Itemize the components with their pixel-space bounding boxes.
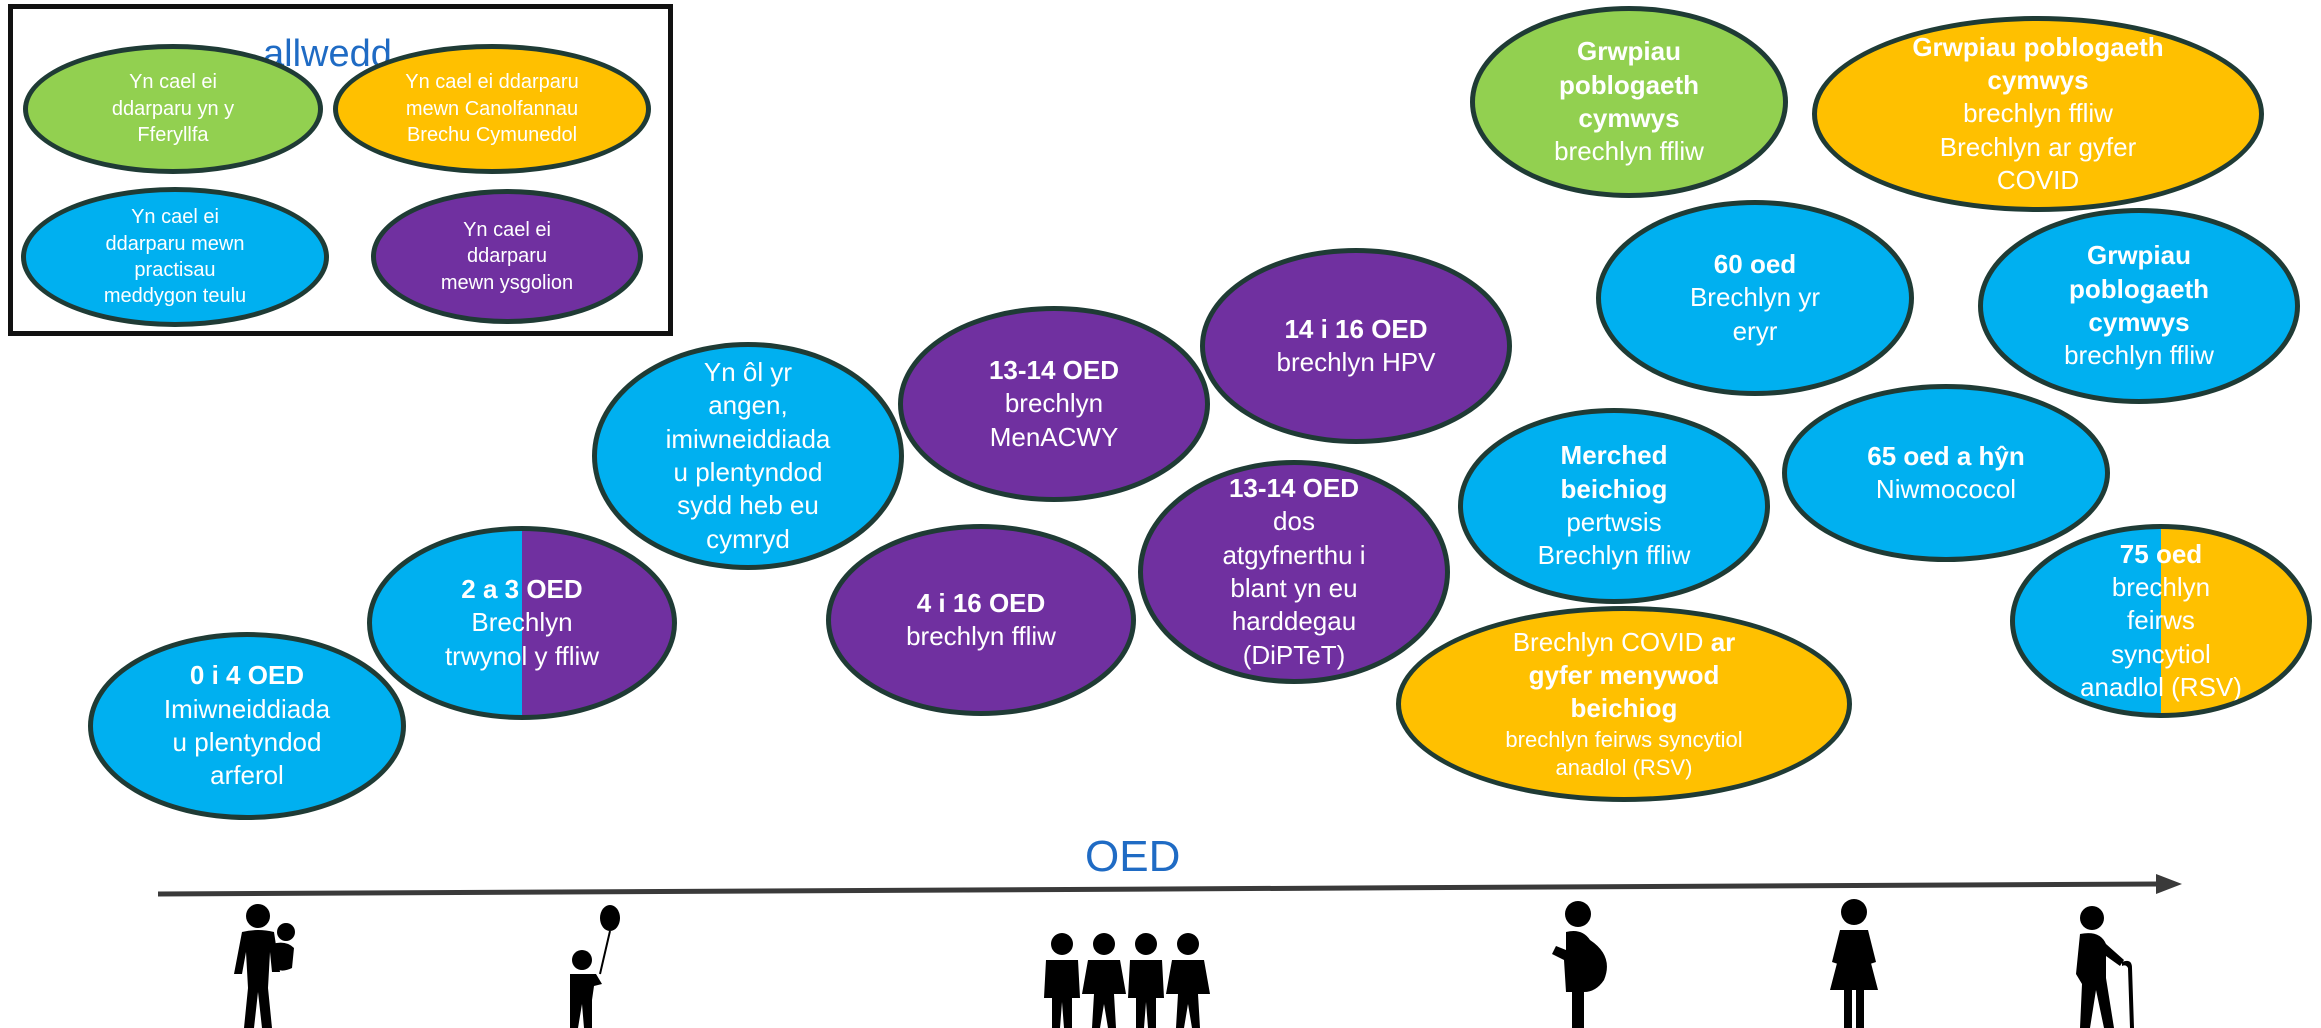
legend-box: allwedd Yn cael ei ddarparu yn y Fferyll… — [8, 4, 673, 336]
group-of-children-icon — [1044, 933, 1210, 1028]
bubble-13-14-menacwy: 13-14 OED brechlyn MenACWY — [898, 306, 1210, 502]
bubble-4-16-years-flu: 4 i 16 OED brechlyn ffliw — [826, 524, 1136, 716]
woman-icon — [1830, 899, 1878, 1028]
age-axis-label: OED — [1085, 832, 1181, 881]
bubble-0-4-years: 0 i 4 OED Imiwneiddiada u plentyndod arf… — [88, 632, 406, 820]
legend-item-schools: Yn cael ei ddarparu mewn ysgolion — [371, 189, 643, 324]
pregnant-woman-icon — [1552, 901, 1607, 1028]
bubble-75-years-rsv: 75 oed brechlyn feirws syncytiol anadlol… — [2010, 524, 2312, 718]
legend-item-community-centres: Yn cael ei ddarparu mewn Canolfannau Bre… — [333, 44, 651, 174]
child-with-balloon-icon — [570, 905, 620, 1028]
bubble-60-years-shingles: 60 oed Brechlyn yr eryr — [1596, 200, 1914, 396]
bubble-catch-up: Yn ôl yr angen, imiwneiddiada u plentynd… — [592, 342, 904, 570]
bubble-13-14-booster: 13-14 OED dos atgyfnerthu i blant yn eu … — [1138, 460, 1450, 684]
bubble-eligible-flu-covid: Grwpiau poblogaeth cymwys brechlyn ffliw… — [1812, 16, 2264, 212]
legend-item-pharmacy: Yn cael ei ddarparu yn y Fferyllfa — [23, 44, 323, 174]
bubble-14-16-hpv: 14 i 16 OED brechlyn HPV — [1200, 248, 1512, 444]
bubble-eligible-flu-gp: Grwpiau poblogaeth cymwys brechlyn ffliw — [1978, 208, 2300, 404]
elderly-person-with-cane-icon — [2076, 906, 2134, 1028]
bubble-eligible-flu-pharmacy: Grwpiau poblogaeth cymwys brechlyn ffliw — [1470, 6, 1788, 198]
bubble-2-3-years: 2 a 3 OED Brechlyn trwynol y ffliw — [367, 526, 677, 720]
bubble-pregnant-women: Merched beichiog pertwsis Brechlyn ffliw — [1458, 408, 1770, 604]
parent-with-baby-icon — [234, 904, 295, 1028]
bubble-covid-pregnant: Brechlyn COVID ar gyfer menywod beichiog… — [1396, 606, 1852, 802]
legend-item-gp-practices: Yn cael ei ddarparu mewn practisau meddy… — [21, 187, 329, 327]
bubble-65-plus-pneumococcal: 65 oed a hŷn Niwmococol — [1782, 384, 2110, 562]
